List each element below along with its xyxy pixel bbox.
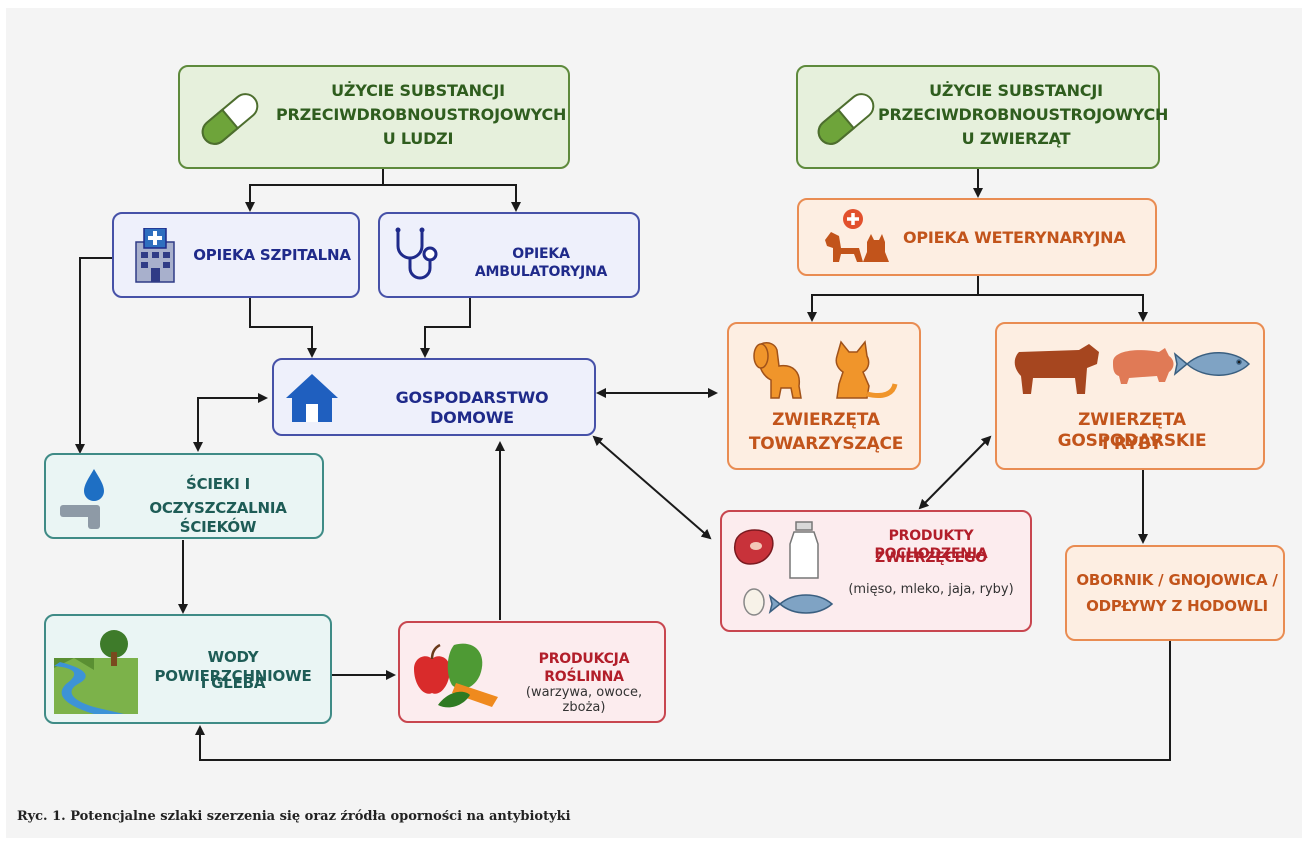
human-use-line3: U LUDZI: [382, 129, 454, 148]
surface-water-line1: WODY POWIERZCHNIOWE: [154, 648, 312, 685]
farm-animals-line2: I RYBY: [1102, 434, 1162, 454]
animal-products-examples: (mięso, mleko, jaja, ryby): [848, 582, 1014, 597]
arrow-vet-to-livestock: [978, 294, 1148, 322]
outpatient-care-label: OPIEKA AMBULATORYJNA: [474, 246, 608, 280]
manure-line1: OBORNIK / GNOJOWICA /: [1076, 571, 1278, 589]
hospital-care-label: OPIEKA SZPITALNA: [193, 246, 351, 264]
manure-runoff-box: OBORNIK / GNOJOWICA / ODPŁYWY Z HODOWLI: [1065, 545, 1285, 641]
outpatient-care-box: OPIEKA AMBULATORYJNA: [378, 212, 640, 298]
crop-production-box: PRODUKCJA ROŚLINNA (warzywa, owoce, zboż…: [398, 621, 666, 723]
arrow-vet-to-pets: [807, 276, 979, 322]
animal-use-line3: U ZWIERZĄT: [961, 129, 1071, 148]
arrow-manure-to-water: [195, 640, 1171, 761]
capsule-icon: [817, 93, 875, 145]
vet-pets-icon: [825, 209, 889, 262]
companion-animals-line2: TOWARZYSZĄCE: [748, 434, 904, 454]
water-tap-icon: [60, 469, 104, 529]
companion-animals-box: ZWIERZĘTA TOWARZYSZĄCE: [727, 322, 921, 470]
stethoscope-icon: [395, 227, 438, 280]
household-label: GOSPODARSTWO DOMOWE: [395, 388, 549, 427]
capsule-icon: [201, 93, 259, 145]
veterinary-care-label: OPIEKA WETERYNARYJNA: [903, 228, 1126, 247]
sewage-line1: ŚCIEKI I: [185, 475, 251, 493]
animal-products-line2: ZWIERZĘCEGO: [875, 550, 987, 566]
human-use-line1: UŻYCIE SUBSTANCJI: [331, 81, 505, 100]
veterinary-care-box: OPIEKA WETERYNARYJNA: [797, 198, 1157, 276]
sewage-line2: OCZYSZCZALNIA ŚCIEKÓW: [149, 499, 287, 536]
arrow-human-to-hospital: [245, 168, 384, 212]
arrow-household-products: [592, 435, 712, 540]
arrow-outpatient-to-household: [420, 298, 471, 358]
animal-use-line1: UŻYCIE SUBSTANCJI: [929, 81, 1103, 100]
sewage-treatment-box: ŚCIEKI I OCZYSZCZALNIA ŚCIEKÓW: [44, 453, 324, 539]
arrow-human-to-outpatient: [383, 184, 521, 212]
human-use-line2: PRZECIWDROBNOUSTROJOWYCH: [276, 105, 567, 124]
animal-use-line2: PRZECIWDROBNOUSTROJOWYCH: [878, 105, 1169, 124]
farm-animals-line1: ZWIERZĘTA GOSPODARSKIE: [1057, 410, 1207, 452]
cow-pig-fish-icon: [1014, 344, 1251, 394]
arrow-sewage-household: [193, 393, 268, 452]
surface-water-soil-box: WODY POWIERZCHNIOWE I GLEBA: [44, 614, 332, 724]
animal-products-box: PRODUKTY POCHODZENIA ZWIERZĘCEGO (mięso,…: [720, 510, 1032, 632]
human-antimicrobial-use-box: UŻYCIE SUBSTANCJI PRZECIWDROBNOUSTROJOWY…: [178, 65, 570, 169]
house-icon: [286, 374, 338, 422]
crop-production-examples: (warzywa, owoce, zboża): [525, 685, 643, 715]
hospital-care-box: OPIEKA SZPITALNA: [112, 212, 360, 298]
apple-vegetables-icon: [414, 643, 498, 708]
animal-antimicrobial-use-box: UŻYCIE SUBSTANCJI PRZECIWDROBNOUSTROJOWY…: [796, 65, 1169, 169]
meat-milk-egg-fish-icon: [734, 521, 834, 616]
animal-products-line1: PRODUKTY POCHODZENIA: [874, 528, 988, 562]
figure-caption: Ryc. 1. Potencjalne szlaki szerzenia się…: [17, 809, 571, 824]
companion-animals-line1: ZWIERZĘTA: [772, 410, 880, 430]
crop-production-label: PRODUKCJA ROŚLINNA: [538, 651, 630, 685]
manure-line2: ODPŁYWY Z HODOWLI: [1086, 597, 1268, 615]
river-tree-icon: [54, 630, 138, 714]
arrow-hospital-to-household: [249, 298, 317, 358]
surface-water-line2: I GLEBA: [200, 674, 266, 692]
arrow-livestock-products: [918, 435, 992, 510]
farm-animals-fish-box: ZWIERZĘTA GOSPODARSKIE I RYBY: [995, 322, 1265, 470]
household-box: GOSPODARSTWO DOMOWE: [272, 358, 596, 436]
arrow-hospital-to-sewage: [75, 257, 112, 454]
hospital-icon: [135, 228, 175, 283]
dog-cat-icon: [753, 340, 898, 399]
